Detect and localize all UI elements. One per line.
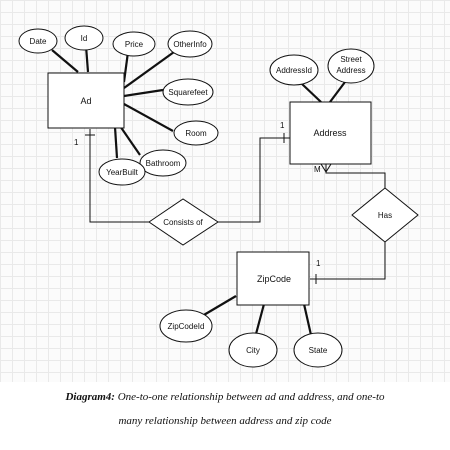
attr-city: City <box>228 332 278 368</box>
attr-date: Date <box>18 28 58 54</box>
attr-city-label: City <box>246 346 260 355</box>
crowfoot-right <box>325 163 332 173</box>
relationship-consists-of-label: Consists of <box>163 218 203 227</box>
caption-line-1: Diagram4: One-to-one relationship betwee… <box>0 391 450 403</box>
entity-ad-label: Ad <box>80 96 91 106</box>
entity-zipcode: ZipCode <box>236 251 310 306</box>
attr-room: Room <box>173 120 219 146</box>
caption-text-2: many relationship between address and zi… <box>118 415 332 427</box>
cardinality-ad: 1 <box>74 138 79 147</box>
attr-bathroom-label: Bathroom <box>146 159 181 168</box>
link-yearbuilt <box>113 126 119 159</box>
grid-background <box>0 0 450 382</box>
attr-street-address: Street Address <box>327 48 375 84</box>
link-state <box>302 303 313 336</box>
attr-addressid: AddressId <box>269 54 319 86</box>
attr-room-label: Room <box>185 129 207 138</box>
entity-ad: Ad <box>47 72 125 129</box>
caption-line-2: many relationship between address and zi… <box>0 415 450 427</box>
attr-bathroom: Bathroom <box>139 149 187 177</box>
link-has-zipcode <box>310 242 386 280</box>
link-date <box>51 49 79 73</box>
link-bathroom <box>119 125 141 156</box>
attribute-links <box>51 45 346 336</box>
caption-text-1: One-to-one relationship between ad and a… <box>117 391 385 403</box>
cardinality-zipcode: 1 <box>316 259 321 268</box>
entity-address-label: Address <box>313 128 347 138</box>
link-street-address <box>329 81 346 103</box>
crowfoot-left <box>320 163 327 173</box>
attr-zipcodeid: ZipCodeId <box>159 309 213 343</box>
link-ad-consists <box>89 129 149 223</box>
attr-squarefeet-label: Squarefeet <box>168 88 208 97</box>
link-address-has <box>325 164 386 188</box>
attr-id-label: Id <box>81 34 88 43</box>
cardinality-address-has: M <box>314 165 321 174</box>
cardinality-address-consists: 1 <box>280 121 285 130</box>
er-diagram: Ad Address ZipCode Date Id Price OtherIn… <box>18 25 419 368</box>
attr-squarefeet: Squarefeet <box>162 78 214 106</box>
attr-id: Id <box>64 25 104 51</box>
link-consists-address <box>218 137 290 223</box>
link-squarefeet <box>123 88 164 98</box>
attr-price-label: Price <box>125 40 144 49</box>
attr-otherinfo: OtherInfo <box>167 30 213 58</box>
relationship-consists-of: Consists of <box>148 198 219 246</box>
attr-yearbuilt-label: YearBuilt <box>106 168 139 177</box>
attr-street-address-line1: Street <box>340 55 362 64</box>
attr-street-address-line2: Address <box>336 66 365 75</box>
attr-price: Price <box>112 31 156 57</box>
attr-state: State <box>293 332 343 368</box>
attr-otherinfo-label: OtherInfo <box>173 40 207 49</box>
attr-addressid-label: AddressId <box>276 66 312 75</box>
entity-address: Address <box>289 101 372 165</box>
link-addressid <box>301 83 322 103</box>
link-otherinfo <box>123 51 175 89</box>
relationship-links <box>85 129 386 284</box>
relationship-has: Has <box>351 187 419 243</box>
attr-yearbuilt: YearBuilt <box>98 158 146 186</box>
link-city <box>254 303 266 335</box>
attr-state-label: State <box>309 346 328 355</box>
link-price <box>122 51 130 83</box>
caption-label: Diagram4: <box>65 391 115 403</box>
attr-zipcodeid-label: ZipCodeId <box>168 322 205 331</box>
relationship-has-label: Has <box>378 211 392 220</box>
entity-zipcode-label: ZipCode <box>257 274 291 284</box>
link-room <box>123 103 174 132</box>
attr-date-label: Date <box>30 37 47 46</box>
